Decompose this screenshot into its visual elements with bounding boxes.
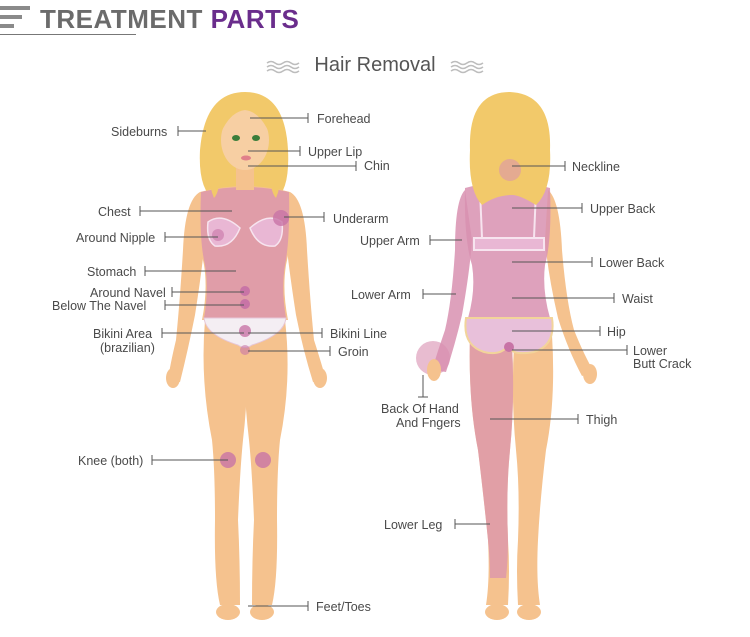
label-stomach: Stomach <box>87 265 137 279</box>
title-underline <box>0 34 136 35</box>
back-arm-right <box>545 190 594 376</box>
label-underarm: Underarm <box>333 212 389 226</box>
label-knee: Knee (both) <box>78 454 144 468</box>
label-thigh: Thigh <box>586 413 618 427</box>
label-around-nipple: Around Nipple <box>76 231 156 245</box>
back-leg-right <box>512 335 554 605</box>
front-figure <box>166 92 327 620</box>
label-around-navel: Around Navel <box>90 286 166 300</box>
label-chest: Chest <box>98 205 131 219</box>
label-hip: Hip <box>607 325 626 339</box>
subtitle-row: Hair Removal <box>0 54 750 77</box>
label-sideburns: Sideburns <box>111 125 168 139</box>
wave-right-icon <box>450 60 484 74</box>
back-spot-hand <box>416 341 450 375</box>
label-upper-lip: Upper Lip <box>308 145 363 159</box>
front-foot-right <box>250 604 274 620</box>
subtitle: Hair Removal <box>314 54 436 76</box>
front-arm-left <box>168 192 205 382</box>
label-chin: Chin <box>364 159 390 173</box>
label-upper-back: Upper Back <box>590 202 656 216</box>
label-lower-leg: Lower Leg <box>384 518 443 532</box>
page-title: TREATMENT PARTS <box>40 4 299 35</box>
front-spot-navel <box>240 286 250 296</box>
label-back-hand-sub: And Fngers <box>396 416 461 430</box>
title-part-1: TREATMENT <box>40 4 203 34</box>
label-bikini-line: Bikini Line <box>330 327 387 341</box>
front-spot-underarm <box>273 210 289 226</box>
front-arm-right <box>286 192 326 382</box>
front-spot-below-navel <box>240 299 250 309</box>
wave-left-icon <box>266 60 300 74</box>
label-bikini-area: Bikini Area <box>93 327 153 341</box>
back-leg-treatment <box>469 335 514 578</box>
front-face <box>221 110 269 170</box>
title-part-2: PARTS <box>210 4 300 34</box>
label-feet: Feet/Toes <box>316 600 371 614</box>
back-hair <box>469 92 551 205</box>
label-lower-butt: Lower <box>633 344 668 358</box>
front-spot-bikini <box>239 325 251 337</box>
label-back-hand: Back Of Hand <box>381 402 459 416</box>
label-lower-back: Lower Back <box>599 256 665 270</box>
front-neck <box>236 168 254 190</box>
label-lower-arm: Lower Arm <box>351 288 411 302</box>
front-spot-nipple <box>212 229 224 241</box>
front-spot-knee-right <box>255 452 271 468</box>
back-arm-left <box>432 190 472 372</box>
label-neckline: Neckline <box>572 160 620 174</box>
label-forehead: Forehead <box>317 112 371 126</box>
front-foot-left <box>216 604 240 620</box>
back-spot-lower-butt <box>504 342 514 352</box>
front-spot-groin <box>240 345 250 355</box>
back-figure <box>416 92 597 620</box>
leader-lines <box>139 113 628 611</box>
label-below-navel: Below The Navel <box>52 299 147 313</box>
label-upper-arm: Upper Arm <box>360 234 420 248</box>
back-spot-neckline <box>499 159 521 181</box>
header-decoration <box>0 6 30 33</box>
label-waist: Waist <box>622 292 653 306</box>
label-bikini-area-sub: (brazilian) <box>100 341 155 355</box>
front-torso-treatment <box>200 187 290 318</box>
label-groin: Groin <box>338 345 369 359</box>
label-lower-butt-sub: Butt Crack <box>633 357 692 371</box>
front-hair-front <box>217 96 273 140</box>
